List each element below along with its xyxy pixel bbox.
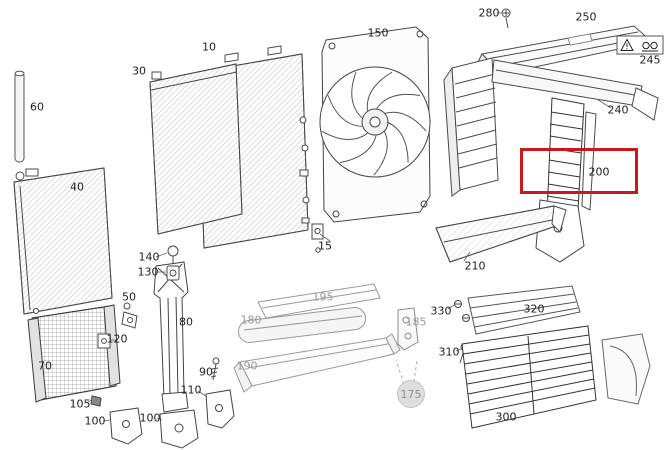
- small-bracket-drawing: [311, 223, 324, 253]
- aux-cooler-drawing: [27, 304, 121, 403]
- screw-90-drawing: [210, 357, 220, 381]
- air-duct-assembly-drawing: [443, 57, 659, 211]
- part-label-120[interactable]: 120: [106, 332, 128, 346]
- part-label-40[interactable]: 40: [70, 180, 84, 194]
- part-label-300[interactable]: 300: [495, 410, 517, 424]
- screw-280-drawing: [501, 8, 511, 29]
- side-strut-drawing: [535, 97, 585, 263]
- pinch-point-icon: [642, 41, 658, 52]
- part-label-190[interactable]: 190: [236, 359, 258, 373]
- label-sticker: [567, 33, 593, 46]
- shutter-assembly-300-drawing: [461, 325, 597, 429]
- part-label-250[interactable]: 250: [575, 10, 597, 24]
- part-label-185[interactable]: 185: [405, 315, 427, 329]
- part-label-200[interactable]: 200: [588, 165, 610, 179]
- bracket-100-left-drawing: [109, 407, 143, 445]
- part-label-70[interactable]: 70: [38, 359, 52, 373]
- part-label-15[interactable]: 15: [318, 239, 332, 253]
- impact-bar-180-drawing: [237, 307, 367, 343]
- part-label-110[interactable]: 110: [180, 383, 202, 397]
- part-label-150[interactable]: 150: [367, 26, 389, 40]
- screws-330-drawing: [454, 300, 470, 322]
- part-label-210[interactable]: 210: [464, 259, 486, 273]
- part-label-330[interactable]: 330: [430, 304, 452, 318]
- bracket-185-drawing: [397, 307, 419, 351]
- warning-sticker: [616, 35, 664, 55]
- part-label-140[interactable]: 140: [138, 250, 160, 264]
- part-reference-bubble-175[interactable]: 175: [397, 380, 425, 408]
- part-label-10[interactable]: 10: [202, 40, 216, 54]
- part-label-195[interactable]: 195: [312, 290, 334, 304]
- part-label-90[interactable]: 90: [199, 365, 213, 379]
- part-label-30[interactable]: 30: [132, 64, 146, 78]
- part-label-100-left[interactable]: 100: [84, 414, 106, 428]
- pillar-drawing: [153, 261, 189, 413]
- condenser-drawing: [149, 63, 243, 235]
- part-label-100-right[interactable]: 100: [139, 411, 161, 425]
- part-label-50[interactable]: 50: [122, 290, 136, 304]
- part-label-60[interactable]: 60: [30, 100, 44, 114]
- part-label-280[interactable]: 280: [478, 6, 500, 20]
- side-air-guide-drawing: [601, 333, 651, 405]
- clip-105-drawing: [90, 395, 102, 407]
- part-label-320[interactable]: 320: [523, 302, 545, 316]
- part-label-240[interactable]: 240: [607, 103, 629, 117]
- leader-lines: [86, 12, 612, 422]
- left-condenser-drawing: [13, 167, 113, 315]
- part-label-180[interactable]: 180: [240, 313, 262, 327]
- lower-beam-190-drawing: [233, 333, 401, 393]
- bumper-beam-195-drawing: [257, 283, 381, 319]
- bracket-110-drawing: [205, 389, 235, 429]
- tube-drawing: [14, 70, 25, 163]
- fan-shroud-drawing: [319, 26, 431, 223]
- part-label-245[interactable]: 245: [639, 53, 661, 67]
- reference-leader-lines: [395, 359, 418, 385]
- part-label-105[interactable]: 105: [69, 397, 91, 411]
- warning-triangle-icon: [620, 38, 634, 51]
- bracket-100-right-drawing: [159, 409, 199, 449]
- clip-120-drawing: [97, 333, 111, 349]
- lower-panel-drawing: [435, 205, 567, 263]
- cap-and-grommet-drawing: [166, 245, 180, 281]
- part-label-310[interactable]: 310: [438, 345, 460, 359]
- shutter-frame-320-drawing: [467, 285, 581, 335]
- fastener-50-drawing: [121, 302, 138, 329]
- part-label-80[interactable]: 80: [179, 315, 193, 329]
- fan-blades: [321, 71, 427, 176]
- part-label-130[interactable]: 130: [137, 265, 159, 279]
